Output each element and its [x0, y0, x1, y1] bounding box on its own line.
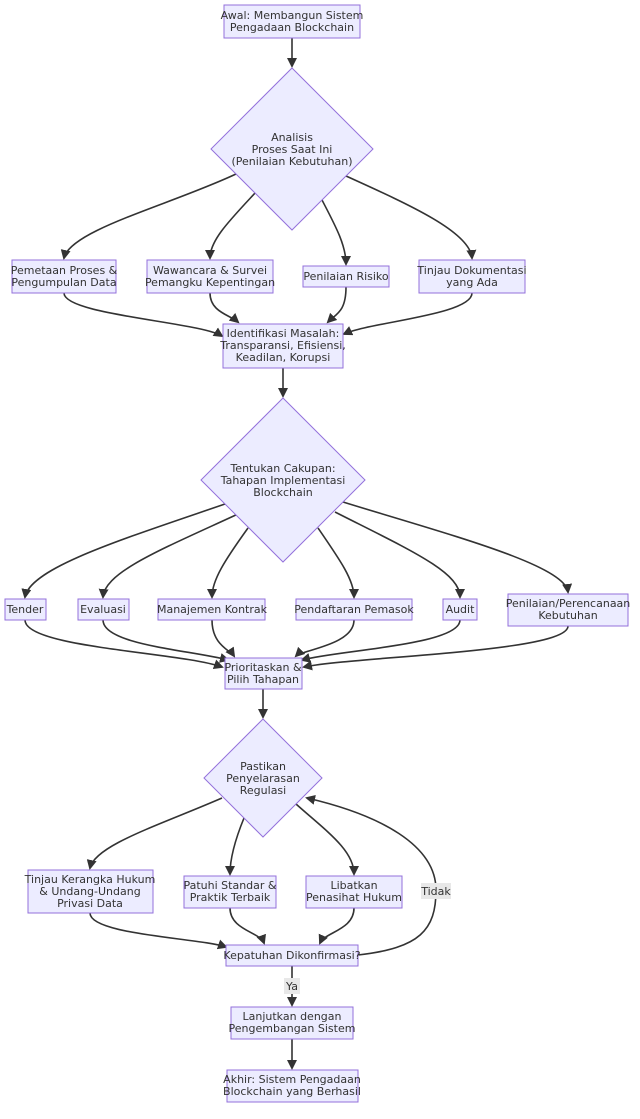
edge-analysis-risk	[321, 199, 351, 266]
edge-analysis-mapping	[60, 173, 237, 260]
svg-text:Penilaian/Perencanaan: Penilaian/Perencanaan	[506, 597, 631, 610]
svg-text:Akhir: Sistem Pengadaan: Akhir: Sistem Pengadaan	[223, 1073, 361, 1086]
node-pemasok: Pendaftaran Pemasok	[294, 598, 414, 621]
svg-text:Penilaian Risiko: Penilaian Risiko	[303, 270, 389, 283]
svg-text:Transparansi, Efisiensi,: Transparansi, Efisiensi,	[219, 339, 346, 352]
edge-kontrak-prioritize	[211, 619, 236, 658]
edge-evaluasi-prioritize	[102, 619, 230, 663]
svg-text:Penyelarasan: Penyelarasan	[226, 772, 300, 785]
node-prioritize: Prioritaskan & Pilih Tahapan	[224, 657, 303, 690]
edge-regulasi-standar	[225, 817, 245, 876]
svg-text:Wawancara & Survei: Wawancara & Survei	[153, 264, 267, 277]
edge-docs-problems	[342, 292, 473, 336]
node-dev: Lanjutkan dengan Pengembangan Sistem	[229, 1006, 356, 1040]
svg-text:Tender: Tender	[6, 603, 44, 616]
svg-text:Audit: Audit	[446, 603, 476, 616]
svg-text:Blockchain yang Berhasil: Blockchain yang Berhasil	[223, 1085, 361, 1098]
svg-text:Kepatuhan Dikonfirmasi?: Kepatuhan Dikonfirmasi?	[223, 949, 360, 962]
svg-text:Ya: Ya	[285, 980, 298, 993]
svg-text:Privasi Data: Privasi Data	[57, 897, 123, 910]
svg-text:Pemangku Kepentingan: Pemangku Kepentingan	[145, 276, 275, 289]
node-standar: Patuhi Standar & Praktik Terbaik	[183, 875, 277, 909]
svg-text:Prioritaskan &: Prioritaskan &	[224, 661, 301, 674]
svg-text:Identifikasi Masalah:: Identifikasi Masalah:	[227, 327, 340, 340]
svg-text:& Undang-Undang: & Undang-Undang	[39, 885, 140, 898]
svg-text:Evaluasi: Evaluasi	[80, 603, 126, 616]
edge-standar-confirm	[229, 907, 266, 945]
svg-text:Manajemen Kontrak: Manajemen Kontrak	[157, 603, 268, 616]
node-risk: Penilaian Risiko	[302, 265, 390, 288]
node-audit: Audit	[442, 598, 478, 621]
svg-text:Tidak: Tidak	[420, 885, 451, 898]
svg-text:Praktik Terbaik: Praktik Terbaik	[190, 891, 271, 904]
edge-kebutuhan-prioritize	[302, 625, 569, 671]
svg-text:Pengumpulan Data: Pengumpulan Data	[11, 276, 116, 289]
svg-text:Lanjutkan dengan: Lanjutkan dengan	[243, 1010, 342, 1023]
node-mapping: Pemetaan Proses & Pengumpulan Data	[11, 259, 118, 294]
edge-analysis-docs	[345, 175, 477, 260]
svg-text:Blockchain: Blockchain	[253, 486, 313, 499]
edge-pemasok-prioritize	[294, 619, 355, 658]
edge-hukum-confirm	[89, 912, 228, 950]
node-kontrak: Manajemen Kontrak	[157, 598, 268, 621]
edge-scope-evaluasi	[98, 513, 239, 599]
edge-scope-audit	[334, 511, 465, 599]
node-hukum: Tinjau Kerangka Hukum & Undang-Undang Pr…	[24, 869, 156, 914]
node-confirm: Kepatuhan Dikonfirmasi?	[223, 944, 361, 967]
svg-text:Awal: Membangun Sistem: Awal: Membangun Sistem	[221, 9, 364, 22]
svg-text:yang Ada: yang Ada	[446, 276, 498, 289]
svg-text:Penasihat Hukum: Penasihat Hukum	[306, 891, 402, 904]
node-tender: Tender	[4, 598, 47, 621]
svg-text:Pengadaan Blockchain: Pengadaan Blockchain	[230, 21, 354, 34]
edge-regulasi-hukum	[86, 797, 223, 870]
edge-analysis-interview	[205, 191, 257, 260]
node-evaluasi: Evaluasi	[77, 598, 130, 621]
node-kebutuhan: Penilaian/Perencanaan Kebutuhan	[506, 593, 631, 627]
node-analysis-decision: Analisis Proses Saat Ini (Penilaian Kebu…	[210, 67, 374, 231]
edge-mapping-problems	[63, 292, 224, 338]
svg-text:Tentukan Cakupan:: Tentukan Cakupan:	[229, 462, 335, 475]
edge-scope-tender	[21, 503, 226, 599]
svg-text:Tinjau Kerangka Hukum: Tinjau Kerangka Hukum	[24, 873, 156, 886]
svg-text:Regulasi: Regulasi	[240, 784, 286, 797]
edges	[21, 38, 573, 1070]
svg-text:Proses Saat Ini: Proses Saat Ini	[252, 143, 333, 156]
node-problems: Identifikasi Masalah: Transparansi, Efis…	[219, 323, 346, 369]
node-scope-decision: Tentukan Cakupan: Tahapan Implementasi B…	[200, 397, 366, 563]
svg-text:Kebutuhan: Kebutuhan	[538, 609, 597, 622]
edge-audit-prioritize	[300, 619, 461, 663]
edge-label-no: Tidak	[420, 883, 451, 899]
svg-text:Patuhi Standar &: Patuhi Standar &	[183, 879, 276, 892]
edge-scope-pemasok	[317, 527, 359, 599]
edge-interview-problems	[209, 292, 240, 324]
svg-text:Keadilan, Korupsi: Keadilan, Korupsi	[236, 351, 331, 364]
node-start: Awal: Membangun Sistem Pengadaan Blockch…	[221, 4, 364, 39]
node-penasihat: Libatkan Penasihat Hukum	[305, 875, 403, 909]
node-end: Akhir: Sistem Pengadaan Blockchain yang …	[223, 1069, 361, 1103]
node-regulasi-decision: Pastikan Penyelarasan Regulasi	[203, 718, 323, 838]
svg-text:Pengembangan Sistem: Pengembangan Sistem	[229, 1022, 356, 1035]
svg-text:(Penilaian Kebutuhan): (Penilaian Kebutuhan)	[231, 155, 352, 168]
svg-text:Tahapan Implementasi: Tahapan Implementasi	[220, 474, 346, 487]
svg-text:Pilih Tahapan: Pilih Tahapan	[227, 673, 299, 686]
svg-text:Pastikan: Pastikan	[240, 760, 286, 773]
edge-label-yes: Ya	[284, 978, 300, 994]
svg-text:Analisis: Analisis	[271, 131, 313, 144]
edge-tender-prioritize	[24, 619, 224, 670]
edge-penasihat-confirm	[318, 907, 355, 945]
edge-regulasi-penasihat	[295, 803, 359, 876]
svg-text:Pemetaan Proses &: Pemetaan Proses &	[11, 264, 118, 277]
edge-scope-kontrak	[207, 527, 249, 599]
node-docs: Tinjau Dokumentasi yang Ada	[416, 259, 527, 294]
svg-text:Pendaftaran Pemasok: Pendaftaran Pemasok	[294, 603, 414, 616]
svg-text:Libatkan: Libatkan	[330, 879, 377, 892]
node-interview: Wawancara & Survei Pemangku Kepentingan	[145, 259, 275, 294]
svg-text:Tinjau Dokumentasi: Tinjau Dokumentasi	[416, 264, 526, 277]
edge-scope-kebutuhan	[342, 501, 573, 594]
edge-risk-problems	[326, 286, 347, 324]
